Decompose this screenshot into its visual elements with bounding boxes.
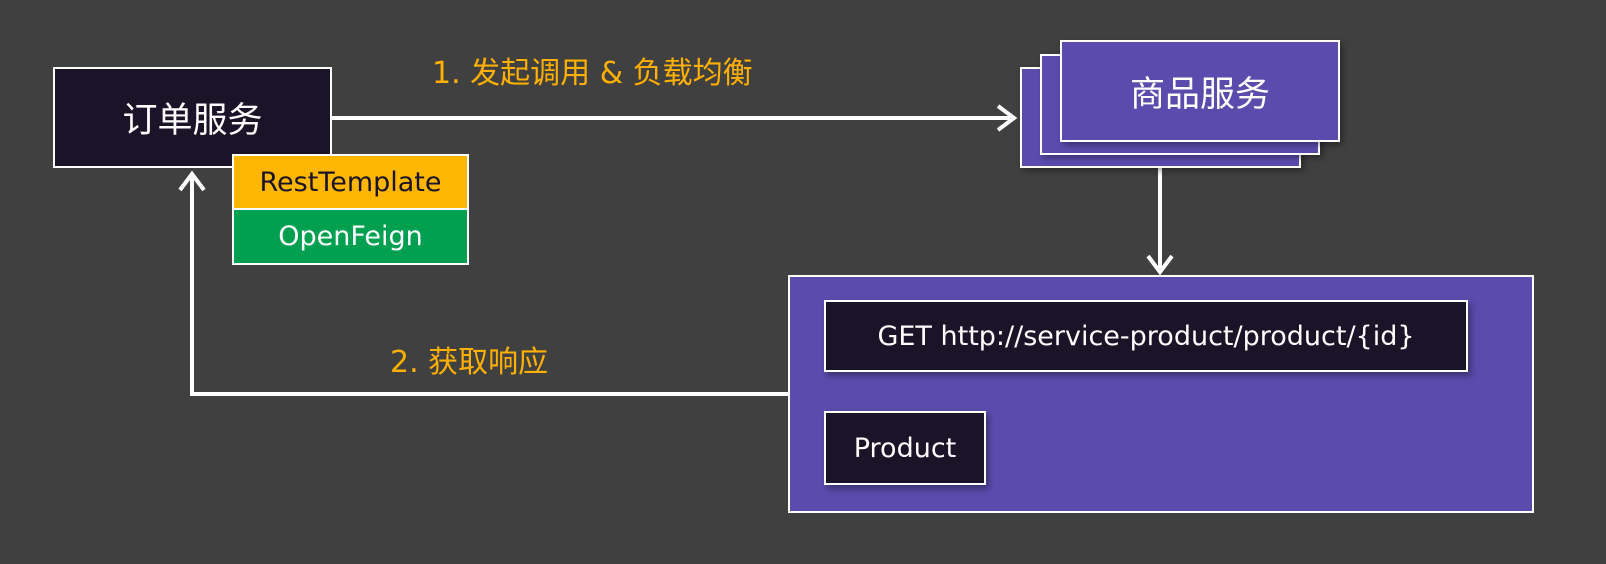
request-endpoint: GET http://service-product/product/{id} [824,300,1468,372]
call-arrow-label: 1. 发起调用 & 负载均衡 [432,56,753,91]
product-service-node: 商品服务 [1060,40,1340,142]
order-service-node: 订单服务 [53,67,332,168]
rest-template-tag: RestTemplate [232,154,469,210]
response-arrow [178,170,788,396]
dispatch-arrow [1146,168,1174,276]
response-arrow-label: 2. 获取响应 [390,345,549,380]
open-feign-tag: OpenFeign [232,210,469,265]
call-arrow [332,104,1018,132]
product-result: Product [824,411,986,485]
